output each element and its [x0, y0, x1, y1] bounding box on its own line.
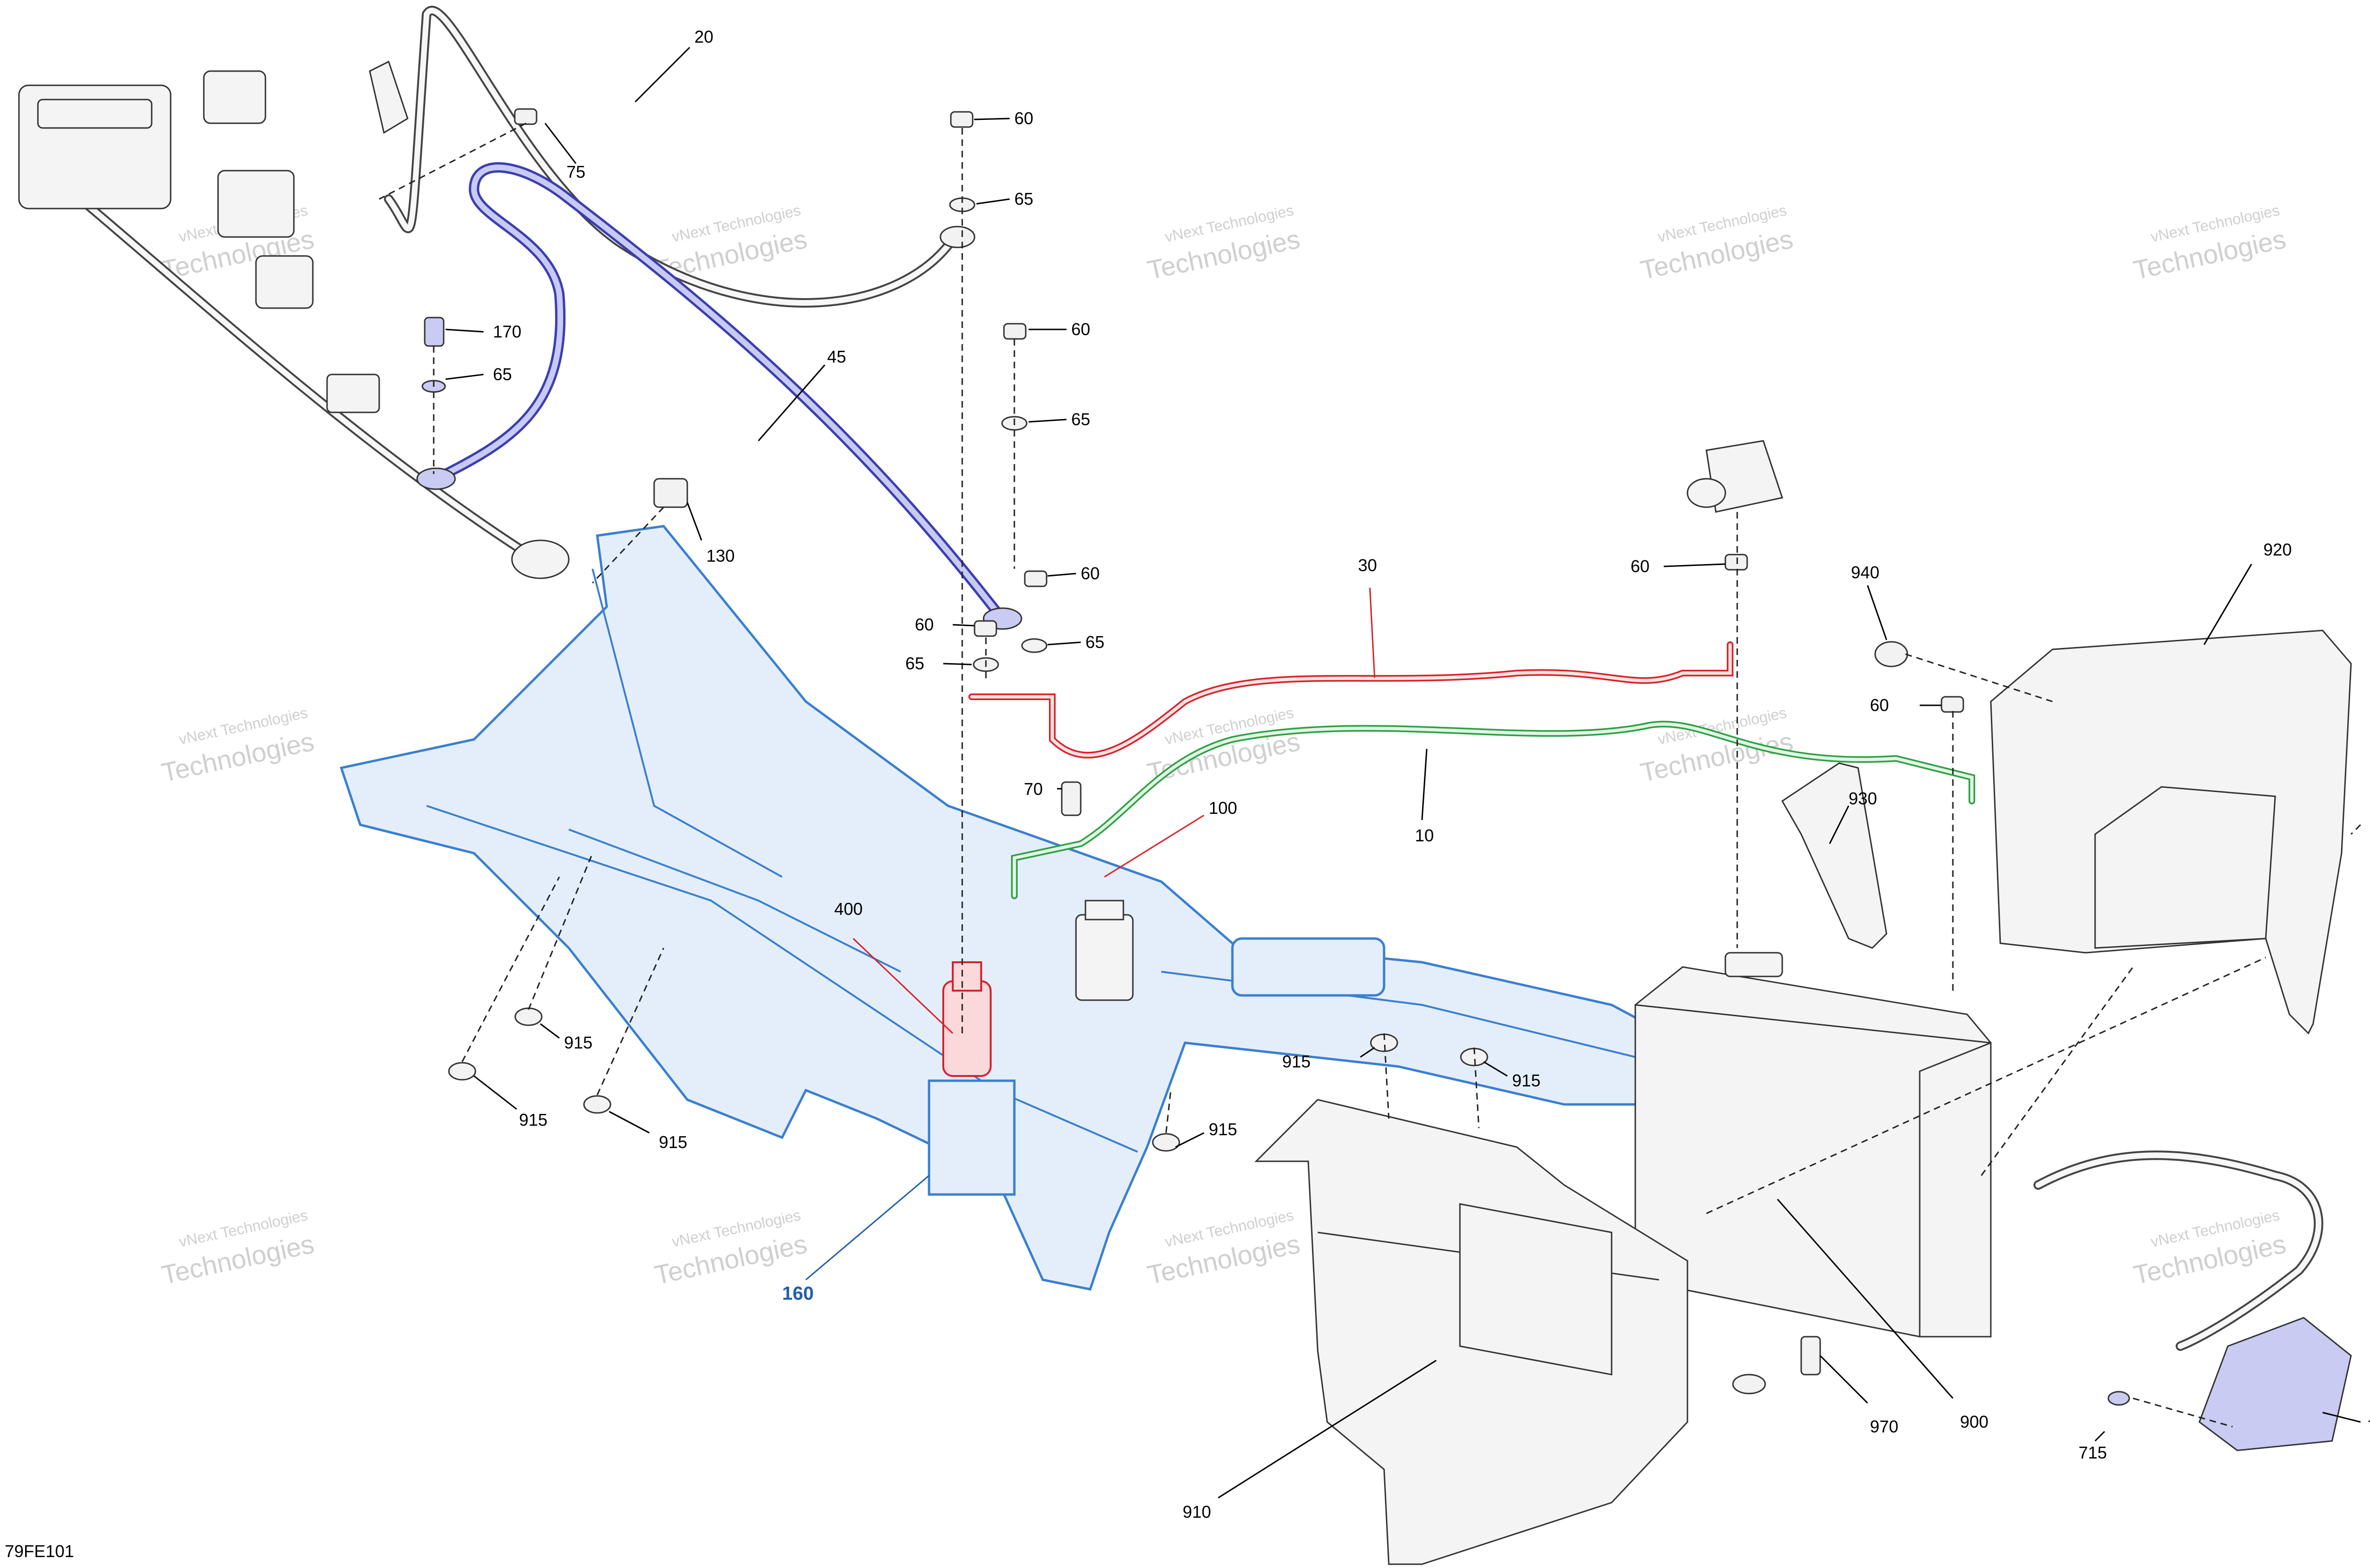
screw-970: [1800, 1336, 1821, 1376]
strap-930: [1781, 762, 1887, 949]
callout-900: 900: [1960, 1412, 1988, 1431]
watermark: vNext Technologies Technologies: [2131, 201, 2288, 285]
callout-65: 65: [1014, 189, 1033, 209]
callout-65: 65: [905, 654, 924, 673]
nut-60: [974, 620, 997, 637]
nut-60: [1941, 696, 1964, 713]
callout-170: 170: [493, 322, 521, 341]
callout-710: 710: [2368, 1417, 2370, 1436]
alignment-lines: [379, 122, 2361, 1428]
watermark: vNext Technologies Technologies: [1638, 201, 1796, 285]
hardware: [421, 108, 2130, 1406]
watermark: vNext Technologies Technologies: [159, 1206, 317, 1290]
push-rivet-940: [1874, 641, 1908, 667]
cable-45: [416, 162, 1022, 630]
callout-100: 100: [1209, 798, 1237, 818]
nut-60: [1024, 570, 1048, 587]
callout-60: 60: [1014, 109, 1033, 128]
leader-lines: [445, 46, 2361, 1499]
watermark: vNext Technologies Technologies: [159, 704, 317, 788]
callout-60: 60: [1071, 319, 1090, 339]
connector: [326, 374, 380, 413]
figure-code: 79FE101: [5, 1541, 74, 1561]
push-rivet-915: [514, 1007, 543, 1026]
watermark: vNext Technologies Technologies: [1145, 1206, 1303, 1290]
callout-45: 45: [827, 347, 846, 366]
callout-915: 915: [564, 1033, 592, 1052]
callout-970: 970: [1870, 1417, 1898, 1436]
callout-10: 10: [1415, 826, 1434, 845]
nut-60: [950, 111, 974, 128]
ring-terminal: [939, 226, 975, 248]
callout-60: 60: [1631, 556, 1650, 576]
nut-75: [514, 108, 538, 125]
wiring-harness: [18, 70, 570, 579]
terminal-boot: [369, 60, 409, 134]
frame-channel: [1231, 937, 1386, 997]
washer: [1732, 1374, 1766, 1395]
callout-915: 915: [659, 1132, 687, 1152]
relay-100: [1075, 900, 1134, 1001]
callout-715: 715: [2078, 1443, 2107, 1462]
callout-60: 60: [1870, 695, 1889, 715]
frame-bracket: [928, 1079, 1016, 1196]
nut-60: [1003, 323, 1027, 340]
screw-170: [424, 317, 445, 347]
callout-75: 75: [566, 162, 585, 182]
screw-70: [1061, 781, 1082, 816]
callout-60: 60: [1081, 564, 1100, 583]
callout-915: 915: [1512, 1071, 1540, 1090]
push-rivet-915: [448, 1062, 476, 1081]
battery-terminal: [1724, 952, 1783, 977]
callout-400: 400: [834, 899, 863, 919]
watermark: vNext Technologies Technologies: [1145, 201, 1303, 285]
solenoid-400: [942, 961, 992, 1077]
callout-65: 65: [1085, 632, 1104, 652]
screw-715: [2107, 1391, 2130, 1406]
connector: [203, 70, 266, 124]
battery-frame-160: [339, 525, 1708, 1291]
connector: [255, 255, 314, 309]
callout-20: 20: [694, 27, 713, 46]
battery-cover-920: [1990, 629, 2352, 1035]
callout-65: 65: [493, 365, 512, 384]
connector: [217, 170, 295, 238]
battery-900: [1634, 952, 1992, 1338]
callout-160: 160: [782, 1283, 814, 1304]
cable-30: [968, 641, 1733, 759]
callout-130: 130: [706, 546, 735, 565]
callout-60: 60: [915, 615, 934, 634]
callout-910: 910: [1183, 1502, 1211, 1522]
clip-130: [653, 478, 688, 508]
push-rivet-915: [583, 1095, 611, 1114]
nut-60: [1724, 554, 1748, 571]
callout-940: 940: [1851, 563, 1879, 582]
washer-65: [1021, 638, 1048, 653]
sensor-710: [2033, 1150, 2352, 1451]
push-rivet-915: [1152, 1133, 1180, 1152]
callout-915: 915: [519, 1110, 547, 1130]
battery-tray-910: [1254, 1099, 1688, 1565]
callout-930: 930: [1849, 789, 1877, 808]
ring-terminal: [416, 467, 456, 490]
callout-915: 915: [1282, 1052, 1311, 1071]
callout-915: 915: [1209, 1120, 1237, 1139]
callout-65: 65: [1071, 410, 1090, 429]
watermark: vNext Technologies Technologies: [1638, 704, 1796, 788]
watermark: vNext Technologies Technologies: [652, 1206, 810, 1290]
watermark: vNext Technologies Technologies: [2131, 1206, 2288, 1290]
callout-70: 70: [1024, 779, 1043, 799]
callout-920: 920: [2263, 540, 2292, 559]
terminal-boot: [1686, 440, 1783, 513]
cable-20: [369, 6, 975, 308]
callout-30: 30: [1358, 556, 1377, 575]
cable-10: [1011, 720, 1975, 899]
callouts: 20 75 60 65 170 65 45 60 65 130 60 60 65…: [493, 27, 2370, 1522]
